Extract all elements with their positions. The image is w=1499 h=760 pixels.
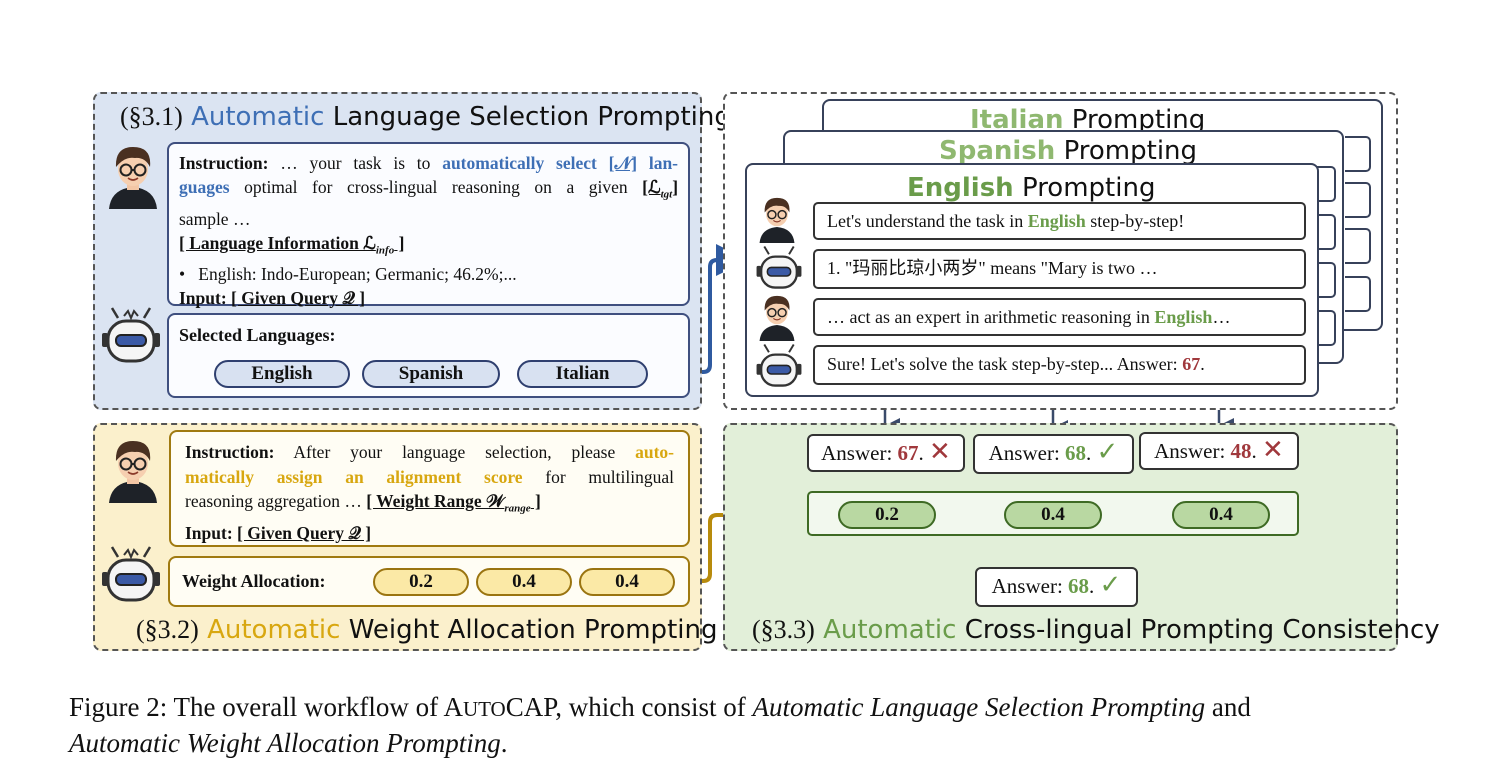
- answer-box-2: Answer: 68. ✓: [973, 434, 1134, 474]
- prompt-language: Spanish: [939, 136, 1056, 166]
- instruction-text: After your language selection, please: [293, 442, 616, 462]
- language-pill-spanish: Spanish: [362, 360, 500, 388]
- check-icon: ✓: [1099, 570, 1122, 600]
- keyword-languages-a: lan-: [648, 153, 679, 173]
- language-pill-english: English: [214, 360, 350, 388]
- input-query: [ Given Query 𝒬 ]: [237, 523, 372, 543]
- title-rest: Cross-lingual Prompting Consistency: [964, 615, 1440, 645]
- weight-pill-2: 0.4: [476, 568, 572, 596]
- panel-title-language-selection: (§3.1) Automatic Language Selection Prom…: [120, 102, 731, 132]
- cross-icon: ✕: [929, 437, 951, 467]
- symbol-l-tgt: [ℒtgt]: [642, 177, 679, 201]
- section-number: (§3.1): [120, 102, 183, 131]
- prompt-word: Prompting: [1063, 136, 1198, 166]
- symbol-n: [𝒩]: [608, 153, 638, 173]
- keyword-assign-score: matically assign an alignment score: [185, 466, 523, 487]
- keyword-select: automatically select: [442, 153, 597, 173]
- weight-allocation-card: Weight Allocation: 0.2 0.4 0.4: [168, 556, 690, 607]
- human-avatar-icon: [759, 197, 795, 243]
- language-pill-italian: Italian: [517, 360, 648, 388]
- answer-box-3: Answer: 48. ✕: [1139, 432, 1299, 470]
- selected-languages-card: Selected Languages: English Spanish Ital…: [167, 313, 690, 398]
- title-rest: Language Selection Prompting: [332, 102, 731, 132]
- robot-avatar-icon: [756, 344, 802, 387]
- input-label: Input:: [185, 523, 233, 543]
- robot-avatar-icon: [102, 546, 160, 602]
- robot-avatar-icon: [756, 246, 802, 289]
- section-number: (§3.2): [136, 615, 199, 644]
- chat-message-bot-1: 1. "玛丽比琼小两岁" means "Mary is two …: [813, 249, 1306, 289]
- chat-message-bot-2: Sure! Let's solve the task step-by-step.…: [813, 345, 1306, 385]
- instruction-text-3: reasoning aggregation …: [185, 491, 362, 511]
- weight-pill-3: 0.4: [579, 568, 675, 596]
- input-label: Input:: [179, 288, 227, 308]
- title-rest: Weight Allocation Prompting: [348, 615, 718, 645]
- instruction-label: Instruction:: [179, 153, 269, 173]
- weight-pill-1: 0.2: [838, 501, 936, 529]
- final-answer-box: Answer: 68. ✓: [975, 567, 1138, 607]
- cross-icon: ✕: [1262, 435, 1284, 465]
- check-icon: ✓: [1096, 437, 1119, 467]
- chat-message-user-1: Let's understand the task in English ste…: [813, 202, 1306, 240]
- keyword-languages-b: guages: [179, 177, 230, 197]
- prompt-word: Prompting: [1021, 173, 1156, 203]
- bullet-item: • English: Indo-European; Germanic; 46.2…: [179, 264, 517, 284]
- weight-pill-3: 0.4: [1172, 501, 1270, 529]
- title-keyword: Automatic: [207, 615, 341, 645]
- human-avatar-icon: [109, 147, 157, 209]
- panel-title-prompting-consistency: (§3.3) Automatic Cross-lingual Prompting…: [752, 615, 1440, 645]
- instruction-label: Instruction:: [185, 442, 275, 462]
- section-number: (§3.3): [752, 615, 815, 644]
- title-keyword: Automatic: [191, 102, 325, 132]
- instruction-text-2: for multilingual: [545, 466, 674, 487]
- chat-message-user-2: … act as an expert in arithmetic reasoni…: [813, 298, 1306, 336]
- panel-title-weight-allocation: (§3.2) Automatic Weight Allocation Promp…: [136, 615, 717, 645]
- instruction-text-2: optimal for cross-lingual reasoning on a…: [244, 177, 628, 197]
- weight-pill-2: 0.4: [1004, 501, 1102, 529]
- language-information-label: [ Language Information ℒinfo ]: [179, 232, 405, 257]
- weights-bar: 0.2 0.4 0.4: [807, 491, 1299, 536]
- title-keyword: Automatic: [823, 615, 957, 645]
- input-query: [ Given Query 𝒬 ]: [231, 288, 366, 308]
- robot-avatar-icon: [102, 307, 160, 363]
- weight-pill-1: 0.2: [373, 568, 469, 596]
- instruction-card-selection: Instruction: … your task is to automatic…: [167, 142, 690, 308]
- instruction-card-weight: Instruction: After your language selecti…: [169, 430, 690, 547]
- weight-allocation-label: Weight Allocation:: [182, 571, 326, 591]
- prompt-language: English: [907, 173, 1014, 203]
- human-avatar-icon: [109, 441, 157, 503]
- instruction-text: … your task is to: [280, 153, 431, 173]
- instruction-text-3: sample …: [179, 208, 251, 229]
- arrow-weights-to-consistency: [690, 499, 808, 583]
- figure-caption: Figure 2: The overall workflow of AUTOCA…: [69, 692, 1251, 758]
- card-edge-tabs: [1345, 136, 1371, 312]
- answer-box-1: Answer: 67. ✕: [807, 434, 965, 472]
- keyword-auto: auto-: [635, 442, 674, 462]
- human-avatar-icon: [759, 295, 795, 341]
- selected-languages-label: Selected Languages:: [179, 325, 336, 345]
- weight-range-label: [ Weight Range 𝒲range ]: [366, 491, 541, 515]
- arrow-selection-to-prompting: [688, 244, 748, 374]
